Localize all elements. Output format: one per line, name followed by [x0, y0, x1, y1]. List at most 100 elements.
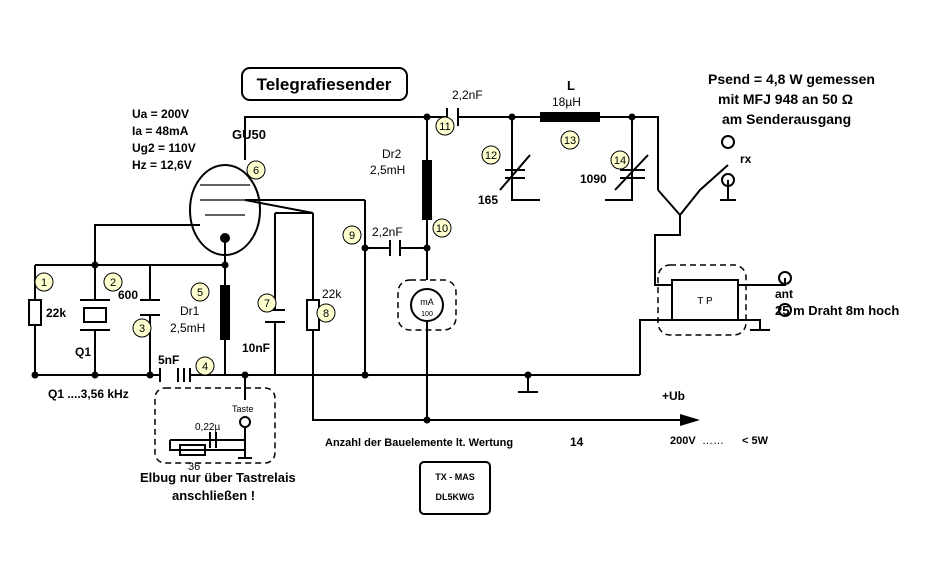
- key-label: Taste: [232, 404, 254, 414]
- spec-ua: Ua = 200V: [132, 107, 189, 121]
- number-circle-1: [34, 272, 54, 292]
- junction-dots: [31, 113, 636, 424]
- number-circle-8: [316, 303, 336, 323]
- c9-plates: [389, 240, 401, 256]
- screen-wire: [244, 199, 314, 214]
- title-box: [241, 67, 408, 101]
- ant-label: ant: [775, 287, 793, 301]
- dr2-value: 2,5mH: [370, 163, 405, 177]
- l-label: L: [567, 78, 575, 93]
- crystal-label: Q1 ....3,56 kHz: [48, 387, 129, 401]
- rx-line: [679, 164, 729, 216]
- key-resistor: [179, 444, 206, 456]
- q1-plates: [80, 299, 110, 331]
- ub-arrow-icon: [680, 414, 700, 426]
- power-label: < 5W: [742, 435, 769, 447]
- power-note-1: Psend = 4,8 W gemessen: [708, 71, 875, 87]
- tp-label: T P: [697, 296, 713, 307]
- power-note-2: mit MFJ 948 an 50 Ω: [718, 91, 853, 107]
- rx-terminal-bottom: [721, 173, 735, 187]
- callsign-line-1: TX - MAS: [435, 472, 475, 482]
- number-circle-7: [257, 293, 277, 313]
- spec-ia: Ia = 48mA: [132, 124, 189, 138]
- number-label-14: 14: [614, 155, 626, 167]
- number-label-2: 2: [110, 277, 116, 289]
- c4-plates: [159, 368, 191, 382]
- page-title: Telegrafiesender: [257, 75, 392, 94]
- c11-value: 2,2nF: [452, 88, 483, 102]
- number-circle-6: [246, 160, 266, 180]
- meter-label: mA: [420, 297, 434, 307]
- q1-label: Q1: [75, 345, 91, 359]
- c9-value: 2,2nF: [372, 225, 403, 239]
- number-circle-9: [342, 225, 362, 245]
- meter-box: [397, 279, 457, 331]
- number-circle-5: [190, 282, 210, 302]
- ant-ground: [738, 319, 770, 331]
- c12-value: 165: [478, 193, 498, 207]
- callsign-box: [419, 461, 491, 515]
- count-label: Anzahl der Bauelemente lt. Wertung: [325, 437, 513, 449]
- c14-variable: [614, 154, 649, 191]
- tp-in-bottom: [639, 319, 672, 375]
- tp-outer: [657, 264, 747, 336]
- r1-resistor: [28, 299, 42, 326]
- callsign-line-2: DL5KWG: [436, 492, 475, 502]
- grid-wire: [94, 224, 200, 300]
- tank-right-branch: [605, 117, 633, 201]
- dr1-value: 2,5mH: [170, 321, 205, 335]
- number-label-4: 4: [202, 361, 208, 373]
- ub-label: +Ub: [662, 389, 685, 403]
- number-circle-14: [610, 150, 630, 170]
- warning-line-2: anschließen !: [172, 488, 255, 503]
- meter-dial: [410, 288, 444, 322]
- tube-name: GU50: [232, 127, 266, 142]
- number-label-11: 11: [439, 121, 450, 133]
- tank-left-branch: [511, 117, 540, 201]
- number-circle-13: [560, 130, 580, 150]
- number-label-6: 6: [253, 165, 259, 177]
- c12-variable: [499, 154, 531, 191]
- rx-switch: [657, 189, 681, 216]
- number-label-8: 8: [323, 308, 329, 320]
- dr2-name: Dr2: [382, 147, 402, 161]
- number-label-5: 5: [197, 287, 203, 299]
- ground-terminal: [778, 303, 792, 317]
- r1-value: 22k: [46, 306, 66, 320]
- tp-in-top: [654, 215, 681, 286]
- number-label-13: 13: [564, 135, 576, 147]
- key-wiring: [169, 427, 246, 458]
- number-label-7: 7: [264, 298, 270, 310]
- rx-ground: [720, 180, 736, 201]
- key-resistor-value: 36: [188, 461, 200, 473]
- c4-inner: [177, 368, 185, 382]
- spec-ug2: Ug2 = 110V: [132, 141, 196, 155]
- ant-terminal: [778, 271, 792, 285]
- c3-value: 600: [118, 288, 138, 302]
- number-label-9: 9: [349, 230, 355, 242]
- number-circle-2: [103, 272, 123, 292]
- ant-wire: [738, 278, 786, 286]
- c7-value: 10nF: [242, 341, 270, 355]
- rx-terminal-top: [721, 135, 735, 149]
- number-circle-3: [132, 318, 152, 338]
- key-cap: [209, 432, 217, 448]
- tube-cathode: [220, 233, 230, 243]
- tp-inner: [671, 279, 739, 321]
- meter-range: 100: [421, 311, 433, 318]
- number-circle-10: [432, 218, 452, 238]
- tube-electrodes: [200, 184, 250, 216]
- dr1-choke: [220, 285, 230, 340]
- power-note-3: am Senderausgang: [722, 111, 851, 127]
- anode-wire: [244, 116, 447, 160]
- wire-label: 25 m Draht 8m hoch: [775, 303, 899, 318]
- number-label-3: 3: [139, 323, 145, 335]
- key-contact: [239, 416, 251, 428]
- spec-hz: Hz = 12,6V: [132, 158, 192, 172]
- warning-line-1: Elbug nur über Tastrelais: [140, 470, 296, 485]
- count-value: 14: [570, 435, 584, 449]
- q1-crystal: [83, 307, 107, 323]
